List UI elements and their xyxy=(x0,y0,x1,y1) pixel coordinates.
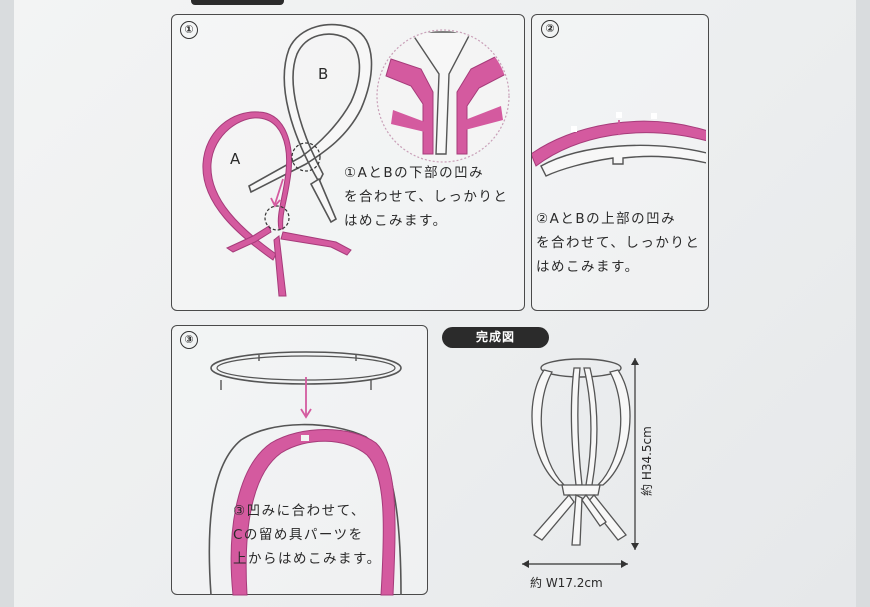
height-label: 約 H34.5cm xyxy=(640,426,654,496)
step-3-line-2: Cの留め具パーツを xyxy=(233,527,364,543)
step-2-illustration xyxy=(532,112,706,177)
step-3-number: ③ xyxy=(180,331,198,349)
step-2-number: ② xyxy=(541,20,559,38)
completed-badge: 完成図 xyxy=(442,327,549,348)
width-label: 約 W17.2cm xyxy=(530,576,603,590)
step-1-line-1: ①AとBの下部の凹み xyxy=(344,165,485,181)
instruction-sheet: ① A B ①AとBの下部の凹み を合わせて、しっかりと はめこみます。 ② xyxy=(14,0,856,607)
piece-a-legs xyxy=(225,225,352,297)
top-header-tab xyxy=(191,0,284,5)
step-3-illustration xyxy=(208,351,402,596)
step-1-number: ① xyxy=(180,21,198,39)
completed-stand-illustration xyxy=(531,358,631,546)
pink-frame xyxy=(230,429,396,596)
step-1-line-2: を合わせて、しっかりと xyxy=(344,189,509,205)
piece-b-leg xyxy=(309,177,338,224)
label-a: A xyxy=(230,150,241,168)
step-1-line-3: はめこみます。 xyxy=(344,213,448,229)
detail-marker-upper xyxy=(291,142,321,172)
step-2-line-3: はめこみます。 xyxy=(536,259,640,275)
step-3-line-1: ③凹みに合わせて、 xyxy=(233,503,366,519)
step-2-instructions: ②AとBの上部の凹み を合わせて、しっかりと はめこみます。 xyxy=(536,207,700,279)
step-2-line-1: ②AとBの上部の凹み xyxy=(536,211,677,227)
step-1-instructions: ①AとBの下部の凹み を合わせて、しっかりと はめこみます。 xyxy=(344,161,508,233)
width-dimension-arrow xyxy=(522,560,628,568)
detail-marker-lower xyxy=(264,205,290,231)
piece-b-outline xyxy=(248,23,373,194)
step-1-illustration xyxy=(202,23,510,297)
label-b: B xyxy=(318,65,329,83)
height-dimension-arrow xyxy=(631,358,639,550)
step-3-instructions: ③凹みに合わせて、 Cの留め具パーツを 上からはめこみます。 xyxy=(233,499,382,571)
step-2-line-2: を合わせて、しっかりと xyxy=(536,235,701,251)
step-3-line-3: 上からはめこみます。 xyxy=(233,551,382,567)
